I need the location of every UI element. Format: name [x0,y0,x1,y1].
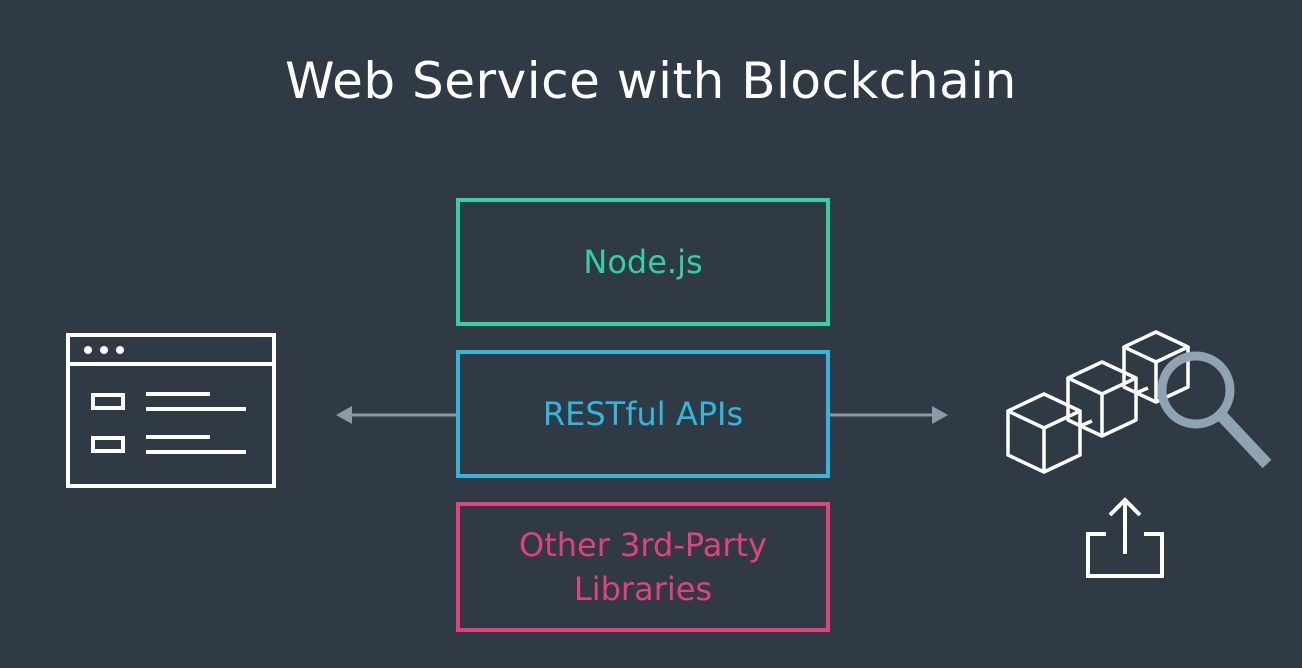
browser-window-icon [66,333,276,488]
layer-nodejs-label: Node.js [583,243,703,281]
layer-other-libraries-label: Other 3rd-Party Libraries [519,526,767,608]
layer-restful-apis-label: RESTful APIs [542,395,744,433]
page-title: Web Service with Blockchain [285,52,1017,110]
magnifier-icon [1157,351,1272,469]
share-upload-icon [1086,497,1164,578]
blockchain-blocks-icon [1006,330,1272,474]
layer-restful-apis: RESTful APIs [456,350,830,478]
right-arrow-icon [830,406,948,424]
layer-nodejs: Node.js [456,198,830,326]
left-arrow-icon [336,406,456,424]
layer-other-libraries: Other 3rd-Party Libraries [456,502,830,632]
